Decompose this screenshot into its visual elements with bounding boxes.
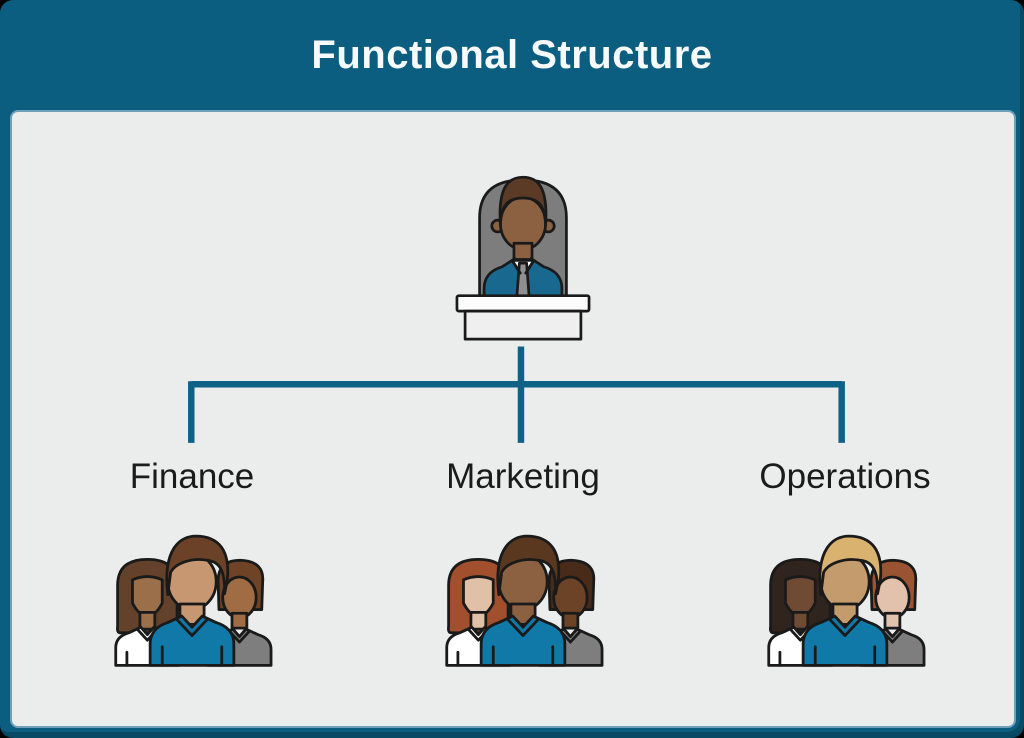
- org-chart-panel: Finance: [10, 110, 1016, 728]
- team-member-right: [537, 558, 604, 667]
- department-operations: Operations: [715, 456, 975, 668]
- executive-at-desk-icon: [455, 175, 591, 341]
- page-title: Functional Structure: [311, 32, 713, 77]
- department-marketing: Marketing: [393, 456, 653, 668]
- department-finance: Finance: [62, 456, 322, 668]
- header: Functional Structure: [0, 0, 1024, 110]
- team-icon-slot: [752, 524, 938, 668]
- department-label: Operations: [759, 457, 931, 496]
- manager-node: [428, 160, 618, 341]
- department-label: Finance: [129, 457, 255, 496]
- team-icon-slot: [99, 524, 285, 668]
- team-icon-slot: [430, 524, 616, 668]
- team-icon: [445, 534, 604, 667]
- team-member-center: [479, 534, 567, 667]
- team-icon: [114, 534, 273, 667]
- team-member-center: [801, 534, 889, 667]
- connector-lines: [188, 346, 845, 443]
- team-member-center: [148, 534, 236, 667]
- department-label: Marketing: [446, 457, 600, 496]
- team-icon: [767, 534, 926, 667]
